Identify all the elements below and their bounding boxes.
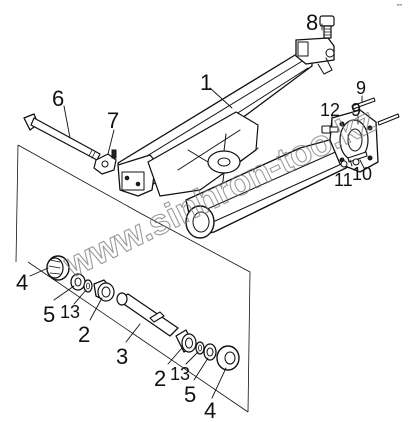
callout-1: 1: [200, 70, 212, 95]
callout-9-upper: 9: [356, 78, 366, 98]
callout-10: 10: [352, 164, 372, 184]
callout-7: 7: [107, 108, 119, 133]
callout-3: 3: [116, 344, 128, 369]
part-12-screw: [321, 125, 339, 134]
corner-mark: "": [397, 4, 402, 11]
callout-4-right: 4: [204, 398, 216, 422]
part-10-11-washers-nuts: [340, 151, 368, 168]
part-7-bracket: [93, 149, 117, 175]
part-5-seal-right: [203, 343, 217, 361]
exploded-view-guide-lines: [15, 144, 251, 413]
part-3-spacer-tube: [116, 292, 179, 337]
callout-labels: 1 8 6 7 9 12 9 11 10 4 5 13 2 3 2 13 5 4: [16, 10, 372, 422]
part-2-bushing-left: [93, 279, 115, 302]
callout-13-right: 13: [170, 364, 190, 384]
part-2-bushing-right: [175, 329, 197, 353]
part-13-washer-left: [83, 279, 93, 293]
callout-5-right: 5: [184, 382, 196, 407]
callout-2-right: 2: [154, 366, 166, 391]
callout-11: 11: [334, 170, 353, 190]
callout-8: 8: [306, 10, 318, 35]
callout-12: 12: [320, 100, 340, 120]
callout-9-lower: 9: [351, 100, 361, 120]
callout-2-left: 2: [78, 322, 90, 347]
callout-13-left: 13: [60, 302, 80, 322]
part-13-washer-right: [195, 341, 205, 355]
part-4-bearing-cap-right: [216, 345, 240, 371]
part-8-bolt: [319, 15, 335, 39]
callout-5-left: 5: [43, 302, 55, 327]
part-5-seal-left: [70, 273, 86, 291]
part-9-studs: [351, 97, 400, 126]
leader-lines: [29, 23, 365, 399]
callout-4-left: 4: [16, 270, 28, 295]
part-6-pivot-bolt: [23, 113, 101, 161]
callout-6: 6: [52, 86, 64, 111]
